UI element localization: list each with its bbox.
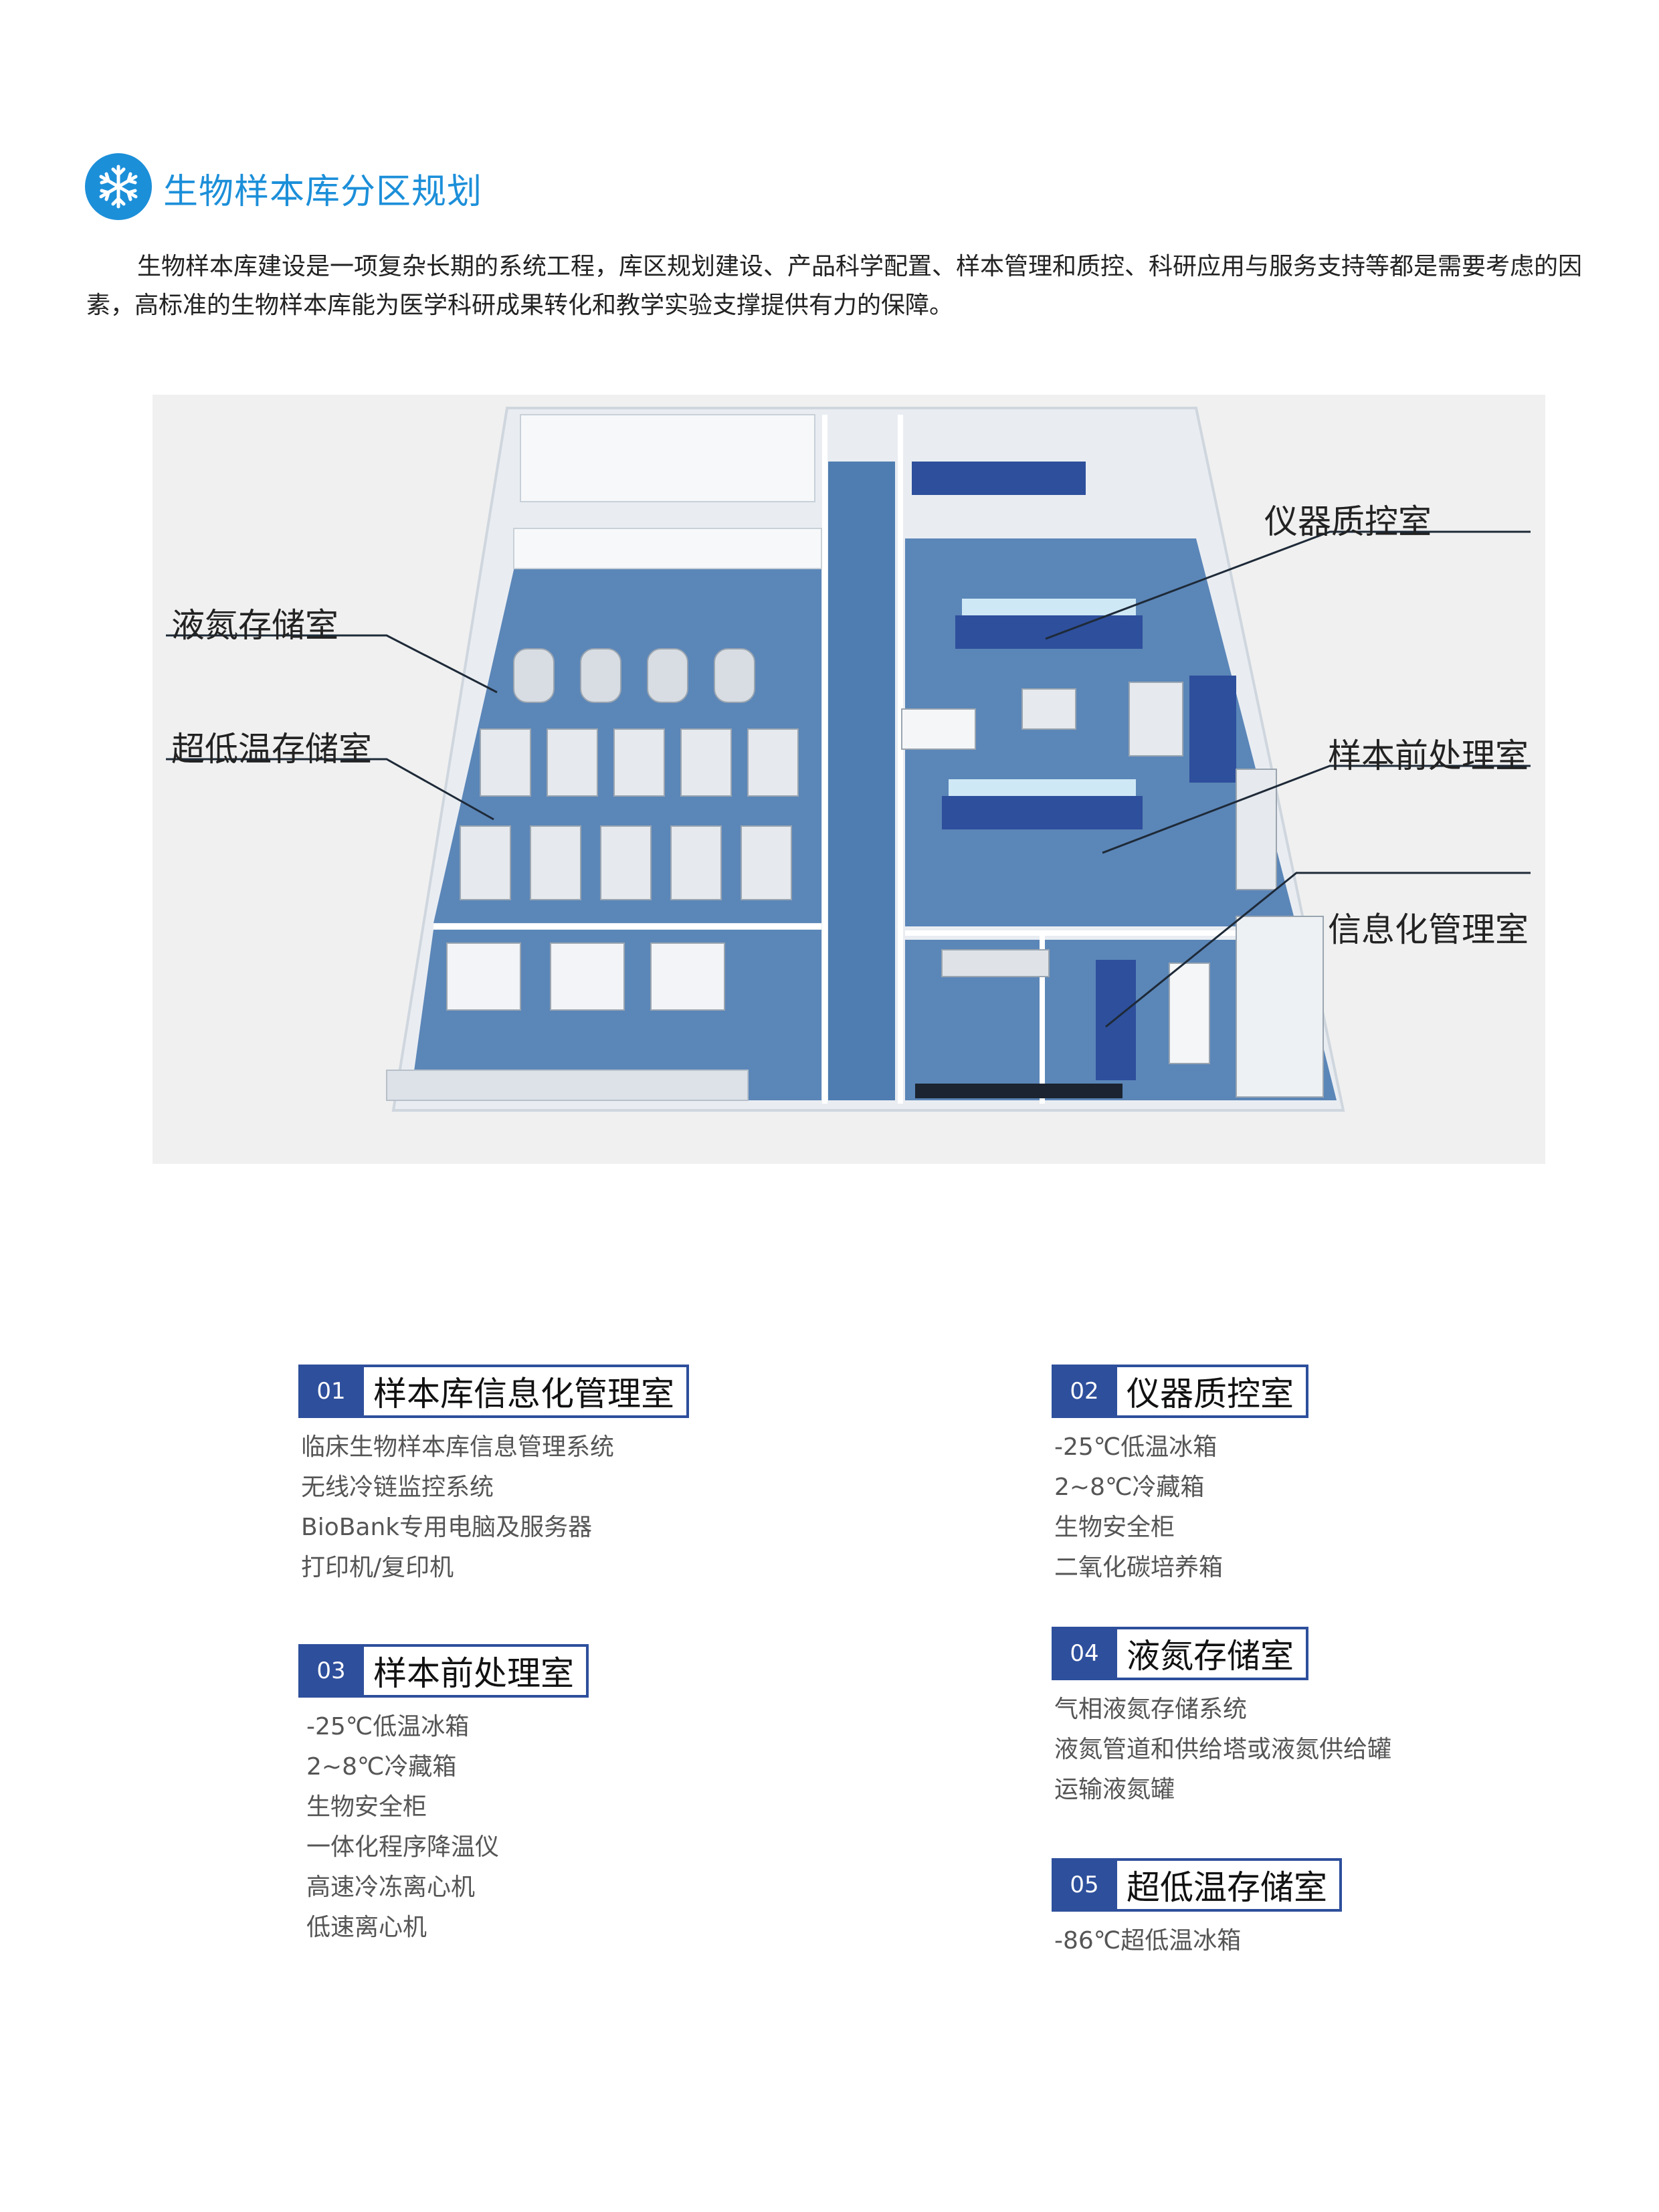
section-title: 仪器质控室 bbox=[1117, 1365, 1308, 1418]
page-title: 生物样本库分区规划 bbox=[163, 172, 483, 212]
list-item: 2~8℃冷藏箱 bbox=[1054, 1474, 1205, 1501]
section-01-header: 01 样本库信息化管理室 bbox=[298, 1365, 689, 1418]
section-05-list: -86℃超低温冰箱 bbox=[1054, 1921, 1241, 1961]
list-item: 一体化程序降温仪 bbox=[306, 1833, 500, 1861]
intro-paragraph: 生物样本库建设是一项复杂长期的系统工程，库区规划建设、产品科学配置、样本管理和质… bbox=[86, 247, 1625, 325]
snowflake-icon bbox=[85, 153, 152, 220]
list-item: 液氮管道和供给塔或液氮供给罐 bbox=[1054, 1736, 1392, 1763]
section-number: 01 bbox=[298, 1365, 364, 1418]
section-04-header: 04 液氮存储室 bbox=[1052, 1627, 1308, 1680]
list-item: 无线冷链监控系统 bbox=[301, 1474, 494, 1501]
list-item: 运输液氮罐 bbox=[1054, 1776, 1175, 1803]
section-title: 液氮存储室 bbox=[1117, 1627, 1308, 1680]
callout-ultra-low-storage: 超低温存储室 bbox=[171, 730, 372, 769]
section-02-list: -25℃低温冰箱 2~8℃冷藏箱 生物安全柜 二氧化碳培养箱 bbox=[1054, 1427, 1223, 1588]
section-03-list: -25℃低温冰箱 2~8℃冷藏箱 生物安全柜 一体化程序降温仪 高速冷冻离心机 … bbox=[306, 1707, 499, 1948]
list-item: BioBank专用电脑及服务器 bbox=[301, 1514, 593, 1541]
list-item: 生物安全柜 bbox=[306, 1793, 427, 1821]
section-04-list: 气相液氮存储系统 液氮管道和供给塔或液氮供给罐 运输液氮罐 bbox=[1054, 1690, 1391, 1810]
section-number: 05 bbox=[1052, 1858, 1117, 1912]
section-number: 03 bbox=[298, 1644, 364, 1698]
section-01-list: 临床生物样本库信息管理系统 无线冷链监控系统 BioBank专用电脑及服务器 打… bbox=[301, 1427, 614, 1588]
section-title: 样本库信息化管理室 bbox=[364, 1365, 689, 1418]
section-title: 超低温存储室 bbox=[1117, 1858, 1342, 1912]
floorplan-illustration bbox=[166, 407, 1531, 1112]
intro-text: 生物样本库建设是一项复杂长期的系统工程，库区规划建设、产品科学配置、样本管理和质… bbox=[86, 253, 1583, 319]
floor-corridor bbox=[828, 462, 895, 1100]
list-item: 2~8℃冷藏箱 bbox=[306, 1753, 457, 1781]
list-item: 气相液氮存储系统 bbox=[1054, 1696, 1248, 1723]
list-item: -86℃超低温冰箱 bbox=[1054, 1927, 1242, 1954]
section-03-header: 03 样本前处理室 bbox=[298, 1644, 589, 1698]
list-item: 生物安全柜 bbox=[1054, 1514, 1175, 1541]
callout-info-management: 信息化管理室 bbox=[1328, 910, 1529, 949]
section-02-header: 02 仪器质控室 bbox=[1052, 1365, 1308, 1418]
section-title: 样本前处理室 bbox=[364, 1644, 589, 1698]
list-item: 二氧化碳培养箱 bbox=[1054, 1554, 1224, 1581]
list-item: -25℃低温冰箱 bbox=[1054, 1433, 1217, 1461]
list-item: -25℃低温冰箱 bbox=[306, 1713, 470, 1740]
section-number: 02 bbox=[1052, 1365, 1117, 1418]
callout-ln2-storage: 液氮存储室 bbox=[171, 606, 338, 645]
list-item: 打印机/复印机 bbox=[301, 1554, 454, 1581]
list-item: 临床生物样本库信息管理系统 bbox=[301, 1433, 615, 1461]
list-item: 高速冷冻离心机 bbox=[306, 1874, 476, 1901]
callout-instrument-qc: 仪器质控室 bbox=[1264, 502, 1432, 541]
list-item: 低速离心机 bbox=[306, 1914, 427, 1941]
section-05-header: 05 超低温存储室 bbox=[1052, 1858, 1342, 1912]
section-number: 04 bbox=[1052, 1627, 1117, 1680]
callout-sample-preprocess: 样本前处理室 bbox=[1328, 736, 1529, 775]
